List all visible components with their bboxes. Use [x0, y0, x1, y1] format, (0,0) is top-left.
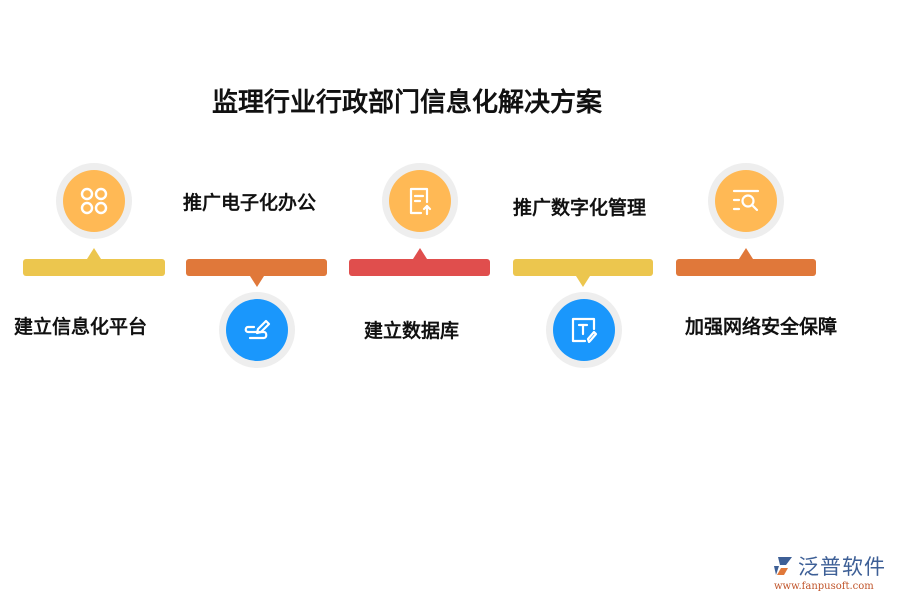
- document-upload-icon: [409, 187, 432, 216]
- page-title: 监理行业行政部门信息化解决方案: [212, 88, 603, 118]
- step-1-icon-circle: [56, 163, 132, 239]
- step-4-label: 推广数字化管理: [513, 197, 647, 219]
- watermark-brand: 泛普软件: [798, 555, 886, 579]
- text-edit-icon: [571, 317, 598, 344]
- step-5-bar: [676, 248, 816, 276]
- step-5-icon-circle: [708, 163, 784, 239]
- step-1-bar: [23, 248, 165, 276]
- step-2-bar: [186, 259, 327, 287]
- step-3-icon-circle: [382, 163, 458, 239]
- step-2-label: 推广电子化办公: [183, 192, 317, 214]
- step-5-label: 加强网络安全保障: [685, 316, 838, 338]
- pen-signature-icon: [244, 319, 271, 340]
- watermark-logo: 泛普软件 www.fanpusoft.com: [772, 551, 892, 592]
- fanpu-logo-icon: [774, 557, 792, 575]
- list-search-icon: [732, 189, 760, 212]
- watermark-url: www.fanpusoft.com: [774, 581, 874, 592]
- step-2-icon-circle: [219, 292, 295, 368]
- step-1-label: 建立信息化平台: [14, 316, 148, 338]
- step-3-bar: [349, 248, 490, 276]
- step-4-icon-circle: [546, 292, 622, 368]
- step-4-bar: [513, 259, 653, 287]
- apps-grid-icon: [80, 187, 108, 215]
- step-3-label: 建立数据库: [364, 320, 460, 342]
